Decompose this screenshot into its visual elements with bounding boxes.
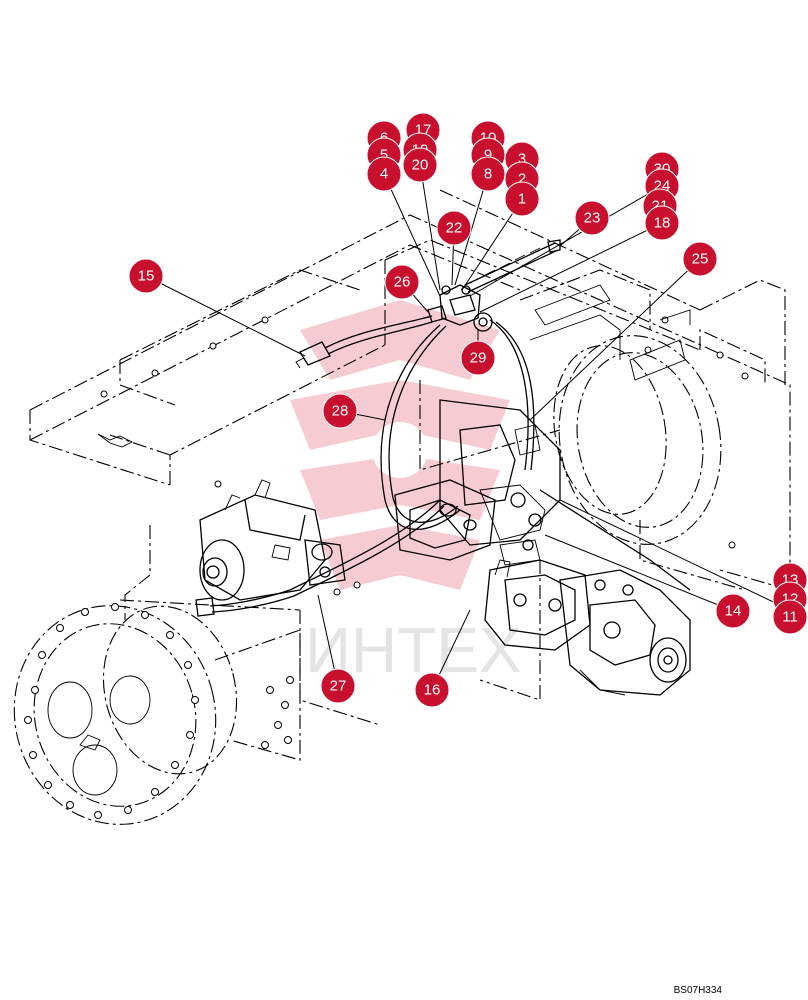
travel-motor bbox=[199, 479, 346, 601]
callout-25[interactable]: 25 bbox=[682, 241, 718, 277]
callout-29[interactable]: 29 bbox=[460, 340, 496, 376]
svg-text:26: 26 bbox=[394, 274, 411, 291]
callout-27[interactable]: 27 bbox=[320, 668, 356, 704]
svg-text:16: 16 bbox=[424, 682, 441, 699]
svg-text:27: 27 bbox=[330, 678, 347, 695]
hydraulic-pumps bbox=[484, 559, 691, 696]
svg-text:2: 2 bbox=[518, 171, 526, 188]
svg-text:29: 29 bbox=[470, 350, 487, 367]
callout-20[interactable]: 20 bbox=[402, 147, 438, 183]
callout-14[interactable]: 14 bbox=[715, 593, 751, 629]
callout-15[interactable]: 15 bbox=[128, 258, 164, 294]
callout-16[interactable]: 16 bbox=[414, 672, 450, 708]
callout-4[interactable]: 4 bbox=[366, 156, 402, 192]
svg-text:4: 4 bbox=[380, 166, 388, 183]
svg-text:8: 8 bbox=[484, 166, 492, 183]
callout-11[interactable]: 11 bbox=[772, 599, 808, 635]
svg-text:14: 14 bbox=[725, 603, 742, 620]
svg-text:15: 15 bbox=[138, 268, 155, 285]
callout-22[interactable]: 22 bbox=[436, 210, 472, 246]
svg-text:23: 23 bbox=[584, 210, 601, 227]
svg-text:9: 9 bbox=[484, 147, 492, 164]
svg-text:22: 22 bbox=[446, 220, 463, 237]
callout-1[interactable]: 1 bbox=[504, 181, 540, 217]
drawing-code: BS07H334 bbox=[673, 985, 722, 996]
final-drive bbox=[13, 603, 301, 825]
callout-26[interactable]: 26 bbox=[384, 264, 420, 300]
callout-28[interactable]: 28 bbox=[322, 393, 358, 429]
callouts: 6 17 5 19 4 20 10 9 8 3 2 1 30 24 21 18 … bbox=[128, 112, 808, 708]
svg-text:5: 5 bbox=[380, 147, 388, 164]
svg-text:3: 3 bbox=[518, 151, 526, 168]
chassis-frame bbox=[29, 189, 791, 726]
svg-text:18: 18 bbox=[654, 215, 671, 232]
svg-text:20: 20 bbox=[412, 157, 429, 174]
svg-text:25: 25 bbox=[692, 251, 709, 268]
svg-text:1: 1 bbox=[518, 191, 526, 208]
svg-text:11: 11 bbox=[782, 609, 798, 626]
transmission bbox=[529, 284, 722, 545]
callout-23[interactable]: 23 bbox=[574, 200, 610, 236]
callout-18[interactable]: 18 bbox=[644, 205, 680, 241]
hoses bbox=[195, 315, 691, 617]
callout-8[interactable]: 8 bbox=[470, 156, 506, 192]
svg-text:28: 28 bbox=[332, 403, 349, 420]
